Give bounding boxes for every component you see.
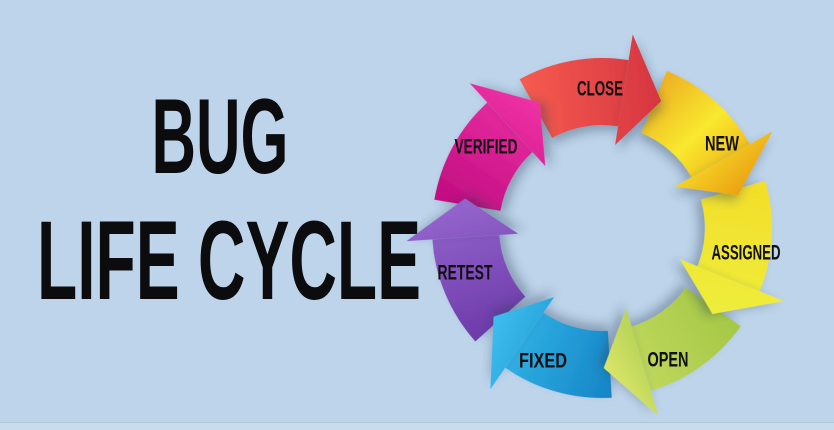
stage-label-new: NEW (705, 132, 739, 156)
stage-label-close: CLOSE (577, 77, 623, 101)
stage-label-open: OPEN (648, 348, 689, 372)
stage-label-assigned: ASSIGNED (712, 241, 781, 265)
title-line-1: BUG (152, 76, 289, 196)
stage-labels: CLOSE NEW ASSIGNED OPEN FIXED RETEST VER… (438, 77, 781, 373)
stage-label-retest: RETEST (438, 261, 493, 285)
title-line-2: LIFE CYCLE (37, 198, 421, 323)
bottom-edge-strip (0, 422, 834, 430)
stage-label-fixed: FIXED (519, 349, 567, 373)
stage-label-verified: VERIFIED (455, 135, 518, 159)
